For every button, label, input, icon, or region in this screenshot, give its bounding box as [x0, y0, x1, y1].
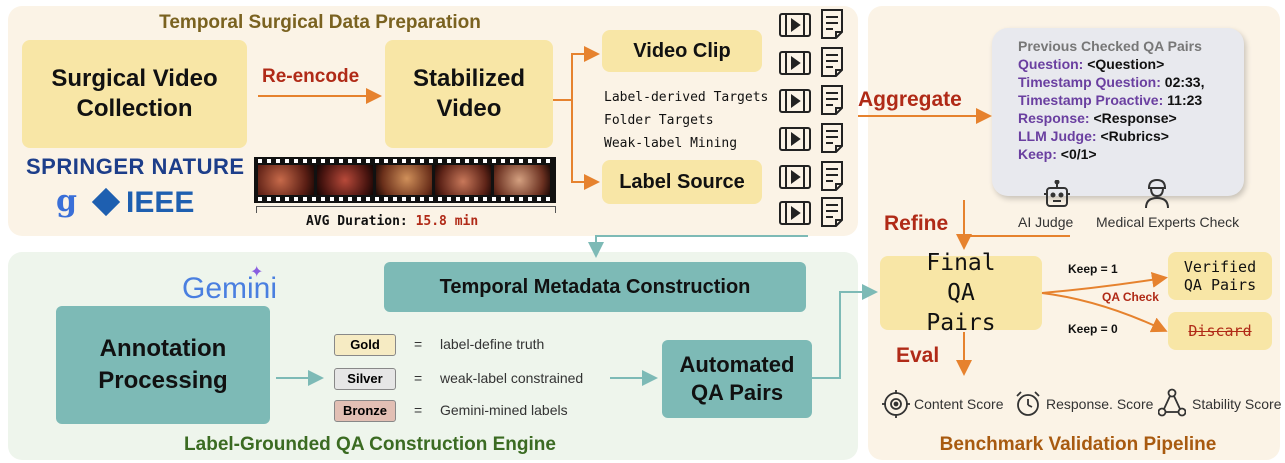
label-source-label: Label Source: [619, 170, 745, 193]
automated-qa-pairs-label: Automated QA Pairs: [679, 352, 795, 405]
stabilized-video-label: Stabilized Video: [412, 65, 526, 122]
qa-card-row: Timestamp Question: 02:33,: [1018, 74, 1205, 90]
tier-eq: =: [414, 336, 423, 352]
video-clip-box: Video Clip: [602, 30, 762, 72]
qa-card-row: Keep: <0/1>: [1018, 146, 1097, 162]
ai-judge-label: AI Judge: [1018, 214, 1074, 230]
annotation-processing-label: Annotation Processing: [98, 335, 228, 394]
google-scholar-logo: g: [56, 184, 77, 219]
temporal-metadata-label: Temporal Metadata Construction: [439, 275, 751, 298]
keep1-label: Keep = 1: [1068, 262, 1118, 276]
keep0-label: Keep = 0: [1068, 322, 1118, 336]
video-clip-label: Video Clip: [633, 39, 731, 62]
springer-nature-logo: SPRINGER NATURE: [26, 154, 245, 179]
benchmark-validation-title: Benchmark Validation Pipeline: [939, 434, 1217, 455]
discard-label: Discard: [1188, 322, 1252, 340]
qa-card-row: LLM Judge: <Rubrics>: [1018, 128, 1169, 144]
medical-experts-label: Medical Experts Check: [1096, 214, 1240, 230]
split-arrow-bottom: [571, 100, 600, 190]
reencode-label: Re-encode: [262, 66, 360, 87]
qa-card-title: Previous Checked QA Pairs: [1018, 38, 1202, 54]
clip-icon-column: [779, 9, 843, 227]
score-label: Content Score: [914, 396, 1004, 412]
automated-to-final-arrow: [812, 284, 878, 379]
surgical-film-strip: [254, 157, 556, 203]
target-item: Label-derived Targets: [604, 90, 769, 105]
automated-qa-pairs-box: Automated QA Pairs: [662, 340, 812, 418]
eval-label: Eval: [896, 344, 940, 367]
target-item: Folder Targets: [604, 113, 714, 128]
ieee-logo: IEEE: [126, 186, 195, 219]
temporal-metadata-box: Temporal Metadata Construction: [384, 262, 806, 312]
keep0-branch-arrow: [1041, 292, 1168, 333]
gemini-sparkle-icon: ✦: [250, 264, 264, 281]
tier-tag-silver: Silver: [334, 368, 396, 390]
avg-duration: AVG Duration: 15.8 min: [306, 214, 478, 229]
avg-duration-label: AVG Duration:: [306, 214, 408, 229]
stability-score-icon: [1158, 388, 1186, 417]
discard-box: Discard: [1168, 312, 1272, 350]
qa-card-row: Response: <Response>: [1018, 110, 1177, 126]
down-to-metadata-arrow: [588, 235, 808, 258]
ai-judge-icon: [1044, 180, 1070, 207]
target-item: Weak-label Mining: [604, 136, 738, 151]
final-qa-pairs-box: Final QA Pairs: [880, 250, 1042, 336]
gemini-logo: Gemini: [182, 272, 278, 305]
avg-duration-bracket: [256, 206, 556, 213]
tier-desc: weak-label constrained: [440, 370, 584, 386]
qa-card-row: Question: <Question>: [1018, 56, 1165, 72]
surgical-video-collection-label: Surgical Video Collection: [51, 65, 218, 122]
document-icon: [821, 9, 843, 227]
stabilized-video-box: Stabilized Video: [385, 40, 553, 148]
verified-qa-pairs-label: Verified QA Pairs: [1183, 258, 1257, 294]
tier-eq: =: [414, 370, 423, 386]
split-arrow-top: [553, 46, 600, 101]
surgical-video-collection-box: Surgical Video Collection: [22, 40, 247, 148]
top-left-title: Temporal Surgical Data Preparation: [159, 12, 481, 33]
refine-label: Refine: [884, 212, 949, 235]
tier-desc: Gemini-mined labels: [440, 402, 568, 418]
avg-duration-value: 15.8 min: [415, 214, 479, 229]
qa-card-row: Timestamp Proactive: 11:23: [1018, 92, 1203, 108]
score-label: Stability Score: [1192, 396, 1282, 412]
tier-tag-gold: Gold: [334, 334, 396, 356]
aggregate-label: Aggregate: [858, 88, 962, 111]
annotation-processing-box: Annotation Processing: [56, 306, 270, 424]
qa-check-label: QA Check: [1102, 290, 1159, 304]
verified-qa-pairs-box: Verified QA Pairs: [1168, 252, 1272, 300]
keep1-branch-arrow: [1041, 271, 1168, 294]
label-source-box: Label Source: [602, 160, 762, 204]
medical-expert-icon: [1145, 178, 1169, 209]
content-score-icon: [882, 390, 910, 418]
tier-tag-bronze: Bronze: [334, 400, 396, 422]
score-label: Response. Score: [1046, 396, 1154, 412]
video-clip-icon: [779, 13, 811, 225]
alarm-clock-icon: [1016, 391, 1040, 416]
label-grounded-title: Label-Grounded QA Construction Engine: [184, 434, 556, 455]
previous-qa-card: Previous Checked QA Pairs Question: <Que…: [992, 28, 1244, 196]
tier-eq: =: [414, 402, 423, 418]
tier-desc: label-define truth: [440, 336, 545, 352]
final-qa-pairs-label: Final QA Pairs: [926, 250, 996, 336]
